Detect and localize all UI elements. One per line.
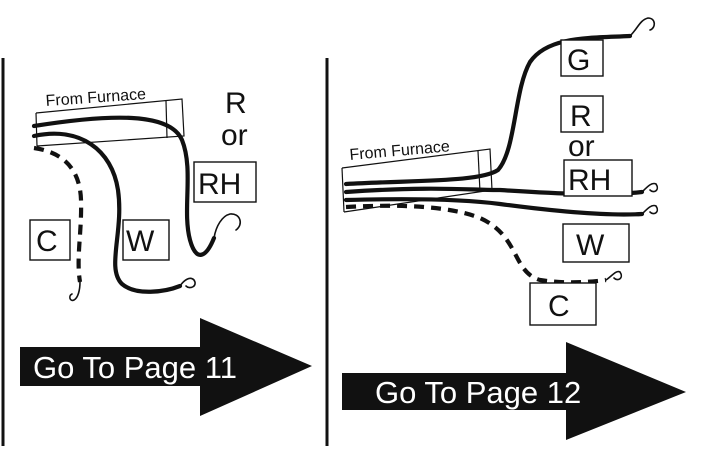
left-rh-hook <box>213 213 242 239</box>
left-r-label: R <box>225 87 247 120</box>
left-arrow-label: Go To Page 11 <box>33 350 237 385</box>
left-rh-terminal-box <box>193 161 257 203</box>
left-from-furnace-label: From Furnace <box>45 86 147 110</box>
left-c-terminal-box <box>29 219 71 261</box>
left-furnace-cable-sheath <box>35 98 185 147</box>
left-w-terminal-box <box>122 219 170 261</box>
right-w-terminal-box <box>562 223 630 263</box>
right-or-label: or <box>568 130 595 163</box>
left-w-hook <box>179 277 196 289</box>
right-g-label: G <box>567 44 590 77</box>
left-c-wire <box>33 145 84 283</box>
right-r-terminal-box <box>560 95 604 133</box>
right-w-hook <box>641 204 659 215</box>
left-c-hook <box>69 281 81 302</box>
right-c-hook <box>605 270 623 281</box>
right-rh-label: RH <box>568 164 611 197</box>
right-go-to-page-arrow[interactable] <box>342 342 686 440</box>
left-wiring-diagram: From Furnace R or RH C W Go To Page 11 <box>20 86 312 416</box>
right-wiring-diagram: From Furnace G R or RH W C Go To <box>341 17 686 440</box>
right-g-terminal-box <box>560 39 604 77</box>
left-rh-label: RH <box>198 168 241 201</box>
right-c-wire <box>345 203 607 285</box>
right-c-label: C <box>548 290 570 323</box>
right-rh-hook <box>641 182 659 193</box>
right-w-wire <box>343 197 645 217</box>
left-or-label: or <box>221 119 248 152</box>
right-r-label: R <box>570 100 592 133</box>
left-r-rh-wire <box>31 115 217 257</box>
left-w-label: W <box>126 225 155 258</box>
left-w-wire <box>31 131 183 294</box>
right-arrow-label: Go To Page 12 <box>375 375 581 410</box>
left-c-label: C <box>36 225 58 258</box>
right-c-terminal-box <box>529 282 597 326</box>
right-w-label: W <box>576 229 605 262</box>
right-g-hook <box>629 17 656 37</box>
right-rh-terminal-box <box>563 159 633 197</box>
left-go-to-page-arrow[interactable] <box>20 318 312 416</box>
